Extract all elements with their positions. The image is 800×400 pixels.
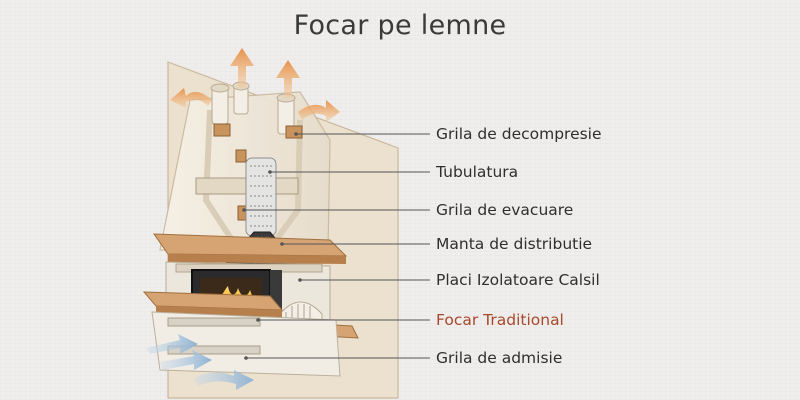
label-grila-admisie: Grila de admisie bbox=[436, 349, 563, 367]
label-focar-traditional: Focar Traditional bbox=[436, 311, 564, 329]
hot-air-arrow-1 bbox=[230, 48, 254, 88]
label-tubulatura: Tubulatura bbox=[436, 163, 519, 181]
left-pipe-top bbox=[210, 83, 230, 93]
label-grila-evacuare: Grila de evacuare bbox=[436, 201, 574, 219]
cold-air-arrow-1 bbox=[146, 334, 198, 354]
label-placi-izolatoare: Placi Izolatoare Calsil bbox=[436, 271, 600, 289]
cold-air-arrow-2 bbox=[160, 350, 212, 370]
cold-air-arrow-3 bbox=[194, 370, 254, 390]
label-grila-decompresie: Grila de decompresie bbox=[436, 125, 602, 143]
decompression-grille-right bbox=[285, 125, 303, 139]
decompression-grille-left bbox=[213, 123, 231, 137]
intake-grille-upper bbox=[167, 317, 261, 327]
upper-wooden-shelf-front bbox=[168, 254, 346, 264]
diagram-title: Focar pe lemne bbox=[293, 10, 507, 41]
hot-air-arrow-4 bbox=[298, 100, 340, 122]
hot-air-arrow-3 bbox=[170, 88, 212, 108]
left-pipe bbox=[211, 87, 229, 125]
leader-lines bbox=[244, 133, 430, 359]
flue-pipe bbox=[245, 157, 277, 237]
exhaust-grille-left bbox=[235, 149, 247, 163]
leader-dots bbox=[242, 132, 302, 360]
hot-air-arrow-2 bbox=[276, 60, 300, 98]
label-manta-distributie: Manta de distributie bbox=[436, 235, 593, 253]
